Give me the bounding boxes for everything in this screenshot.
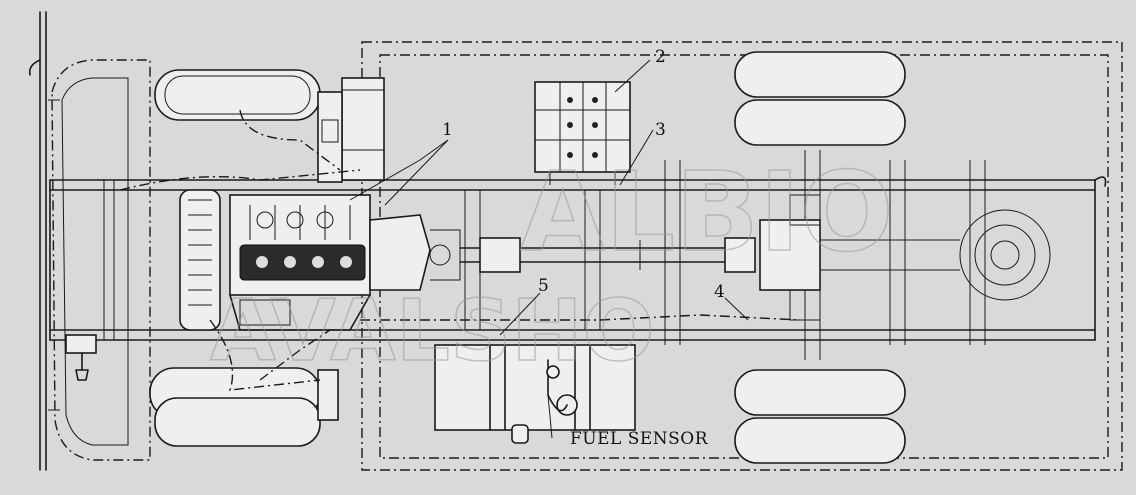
front-wheel-right (149, 367, 321, 447)
callout-5: 5 (499, 276, 549, 336)
propeller-shaft (459, 237, 756, 273)
frame-rails (49, 150, 1107, 360)
front-wheel-left (154, 69, 321, 121)
callout-label-3: 3 (655, 120, 666, 140)
air-filter (317, 77, 385, 183)
transmission (369, 214, 461, 291)
battery-box (534, 81, 631, 185)
callout-label-4: 4 (714, 282, 725, 302)
watermark-line-1: ALBIO (520, 148, 894, 276)
watermark-line-2: AVALSHO (210, 282, 655, 381)
rear-axle (759, 194, 1051, 321)
callout-1: 1 (349, 120, 453, 206)
fuel-tank (434, 344, 636, 444)
callout-2: 2 (614, 47, 666, 93)
wiring-harness (119, 109, 801, 391)
watermark: ALBIO AVALSHO (209, 147, 894, 382)
fuel-sensor-callout: FUEL SENSOR (547, 394, 709, 449)
callout-4: 4 (714, 282, 749, 321)
front-components (65, 334, 339, 421)
callout-3: 3 (619, 120, 666, 186)
fuel-sensor-label: FUEL SENSOR (570, 429, 709, 449)
rear-wheels-top (734, 51, 906, 146)
callout-label-2: 2 (655, 47, 666, 67)
rear-wheels-bottom (734, 369, 906, 464)
callout-label-1: 1 (442, 120, 453, 140)
callout-label-5: 5 (538, 276, 549, 296)
engine-block (179, 189, 371, 331)
cab-outline (28, 11, 151, 471)
